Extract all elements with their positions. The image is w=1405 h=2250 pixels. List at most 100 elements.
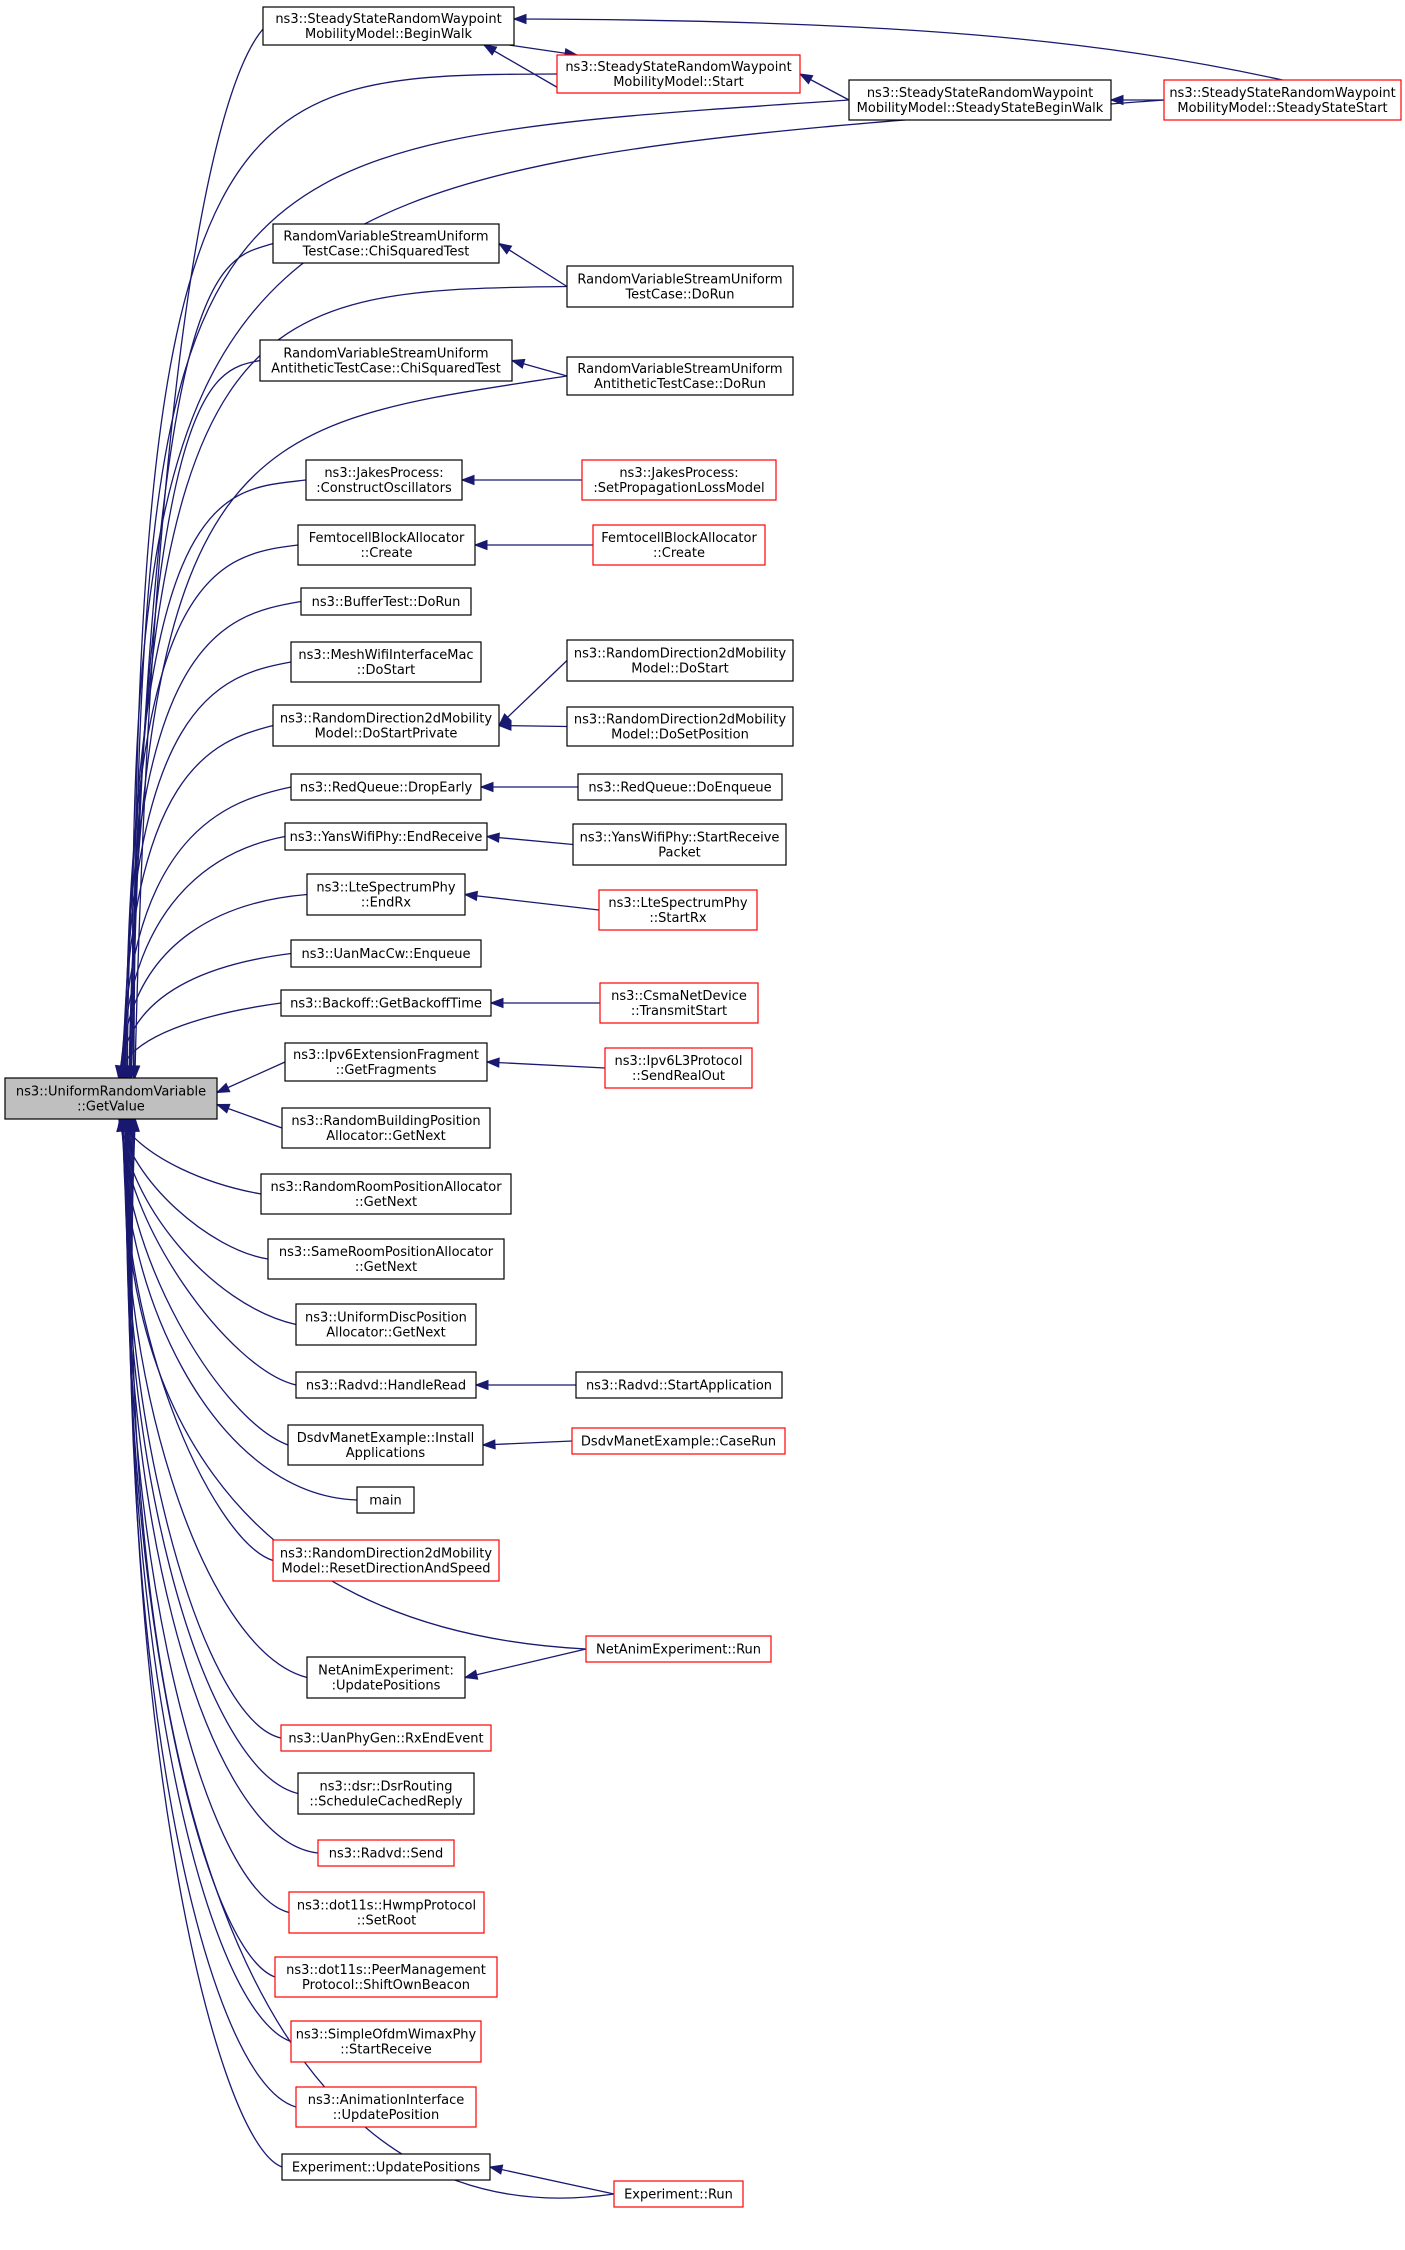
node-beginwalk[interactable]: ns3::SteadyStateRandomWaypointMobilityMo… xyxy=(262,6,515,46)
node-dsrsched[interactable]: ns3::dsr::DsrRouting::ScheduleCachedRepl… xyxy=(297,1772,475,1815)
node-redenq[interactable]: ns3::RedQueue::DoEnqueue xyxy=(577,773,783,801)
node-rd2dstart[interactable]: ns3::RandomDirection2dMobilityModel::DoS… xyxy=(566,639,794,682)
node-netanimupd[interactable]: NetAnimExperiment::UpdatePositions xyxy=(306,1656,466,1699)
node-beginwalk-label-0: ns3::SteadyStateRandomWaypoint xyxy=(275,12,501,27)
node-ipv6frag[interactable]: ns3::Ipv6ExtensionFragment::GetFragments xyxy=(284,1042,488,1082)
node-dsdvcase-label-0: DsdvManetExample::CaseRun xyxy=(581,1435,776,1450)
node-netanimrun[interactable]: NetAnimExperiment::Run xyxy=(585,1635,772,1663)
node-antidorun[interactable]: RandomVariableStreamUniformAntitheticTes… xyxy=(566,356,794,396)
node-animupd[interactable]: ns3::AnimationInterface::UpdatePosition xyxy=(295,2086,477,2128)
node-csmatx[interactable]: ns3::CsmaNetDevice::TransmitStart xyxy=(599,982,759,1024)
node-ssbeginwalk[interactable]: ns3::SteadyStateRandomWaypointMobilityMo… xyxy=(848,79,1112,121)
node-peershift-label-1: Protocol::ShiftOwnBeacon xyxy=(302,1978,470,1993)
node-uanrxend[interactable]: ns3::UanPhyGen::RxEndEvent xyxy=(280,1724,492,1752)
node-ssstart[interactable]: ns3::SteadyStateRandomWaypointMobilityMo… xyxy=(1163,79,1402,121)
node-femtocreate-label-0: FemtocellBlockAllocator xyxy=(309,531,465,546)
node-rd2dstartpriv[interactable]: ns3::RandomDirection2dMobilityModel::DoS… xyxy=(272,704,500,747)
node-ltestartrx[interactable]: ns3::LteSpectrumPhy::StartRx xyxy=(598,889,758,931)
node-jakesset-label-0: ns3::JakesProcess: xyxy=(619,466,738,481)
node-radvdsend-box xyxy=(317,1839,455,1867)
node-reddrop[interactable]: ns3::RedQueue::DropEarly xyxy=(290,773,482,801)
node-unifdorun-label-0: RandomVariableStreamUniform xyxy=(577,273,782,288)
node-uanenq[interactable]: ns3::UanMacCw::Enqueue xyxy=(290,939,482,968)
node-root[interactable]: ns3::UniformRandomVariable::GetValue xyxy=(4,1077,218,1120)
node-sswstart-box xyxy=(556,54,801,94)
node-exprun[interactable]: Experiment::Run xyxy=(613,2180,744,2208)
node-csmatx-label-1: ::TransmitStart xyxy=(631,1004,727,1019)
node-rbpa[interactable]: ns3::RandomBuildingPositionAllocator::Ge… xyxy=(281,1107,491,1149)
edge-femtocreate-to-root xyxy=(125,544,299,1079)
node-rd2dsetpos-label-1: Model::DoSetPosition xyxy=(611,728,749,743)
node-antichisq-label-1: AntitheticTestCase::ChiSquaredTest xyxy=(271,362,501,377)
node-antichisq[interactable]: RandomVariableStreamUniformAntitheticTes… xyxy=(259,339,513,382)
node-femtocreate[interactable]: FemtocellBlockAllocator::Create xyxy=(297,524,476,566)
node-rd2dreset-label-1: Model::ResetDirectionAndSpeed xyxy=(282,1562,491,1577)
node-buffertest[interactable]: ns3::BufferTest::DoRun xyxy=(300,587,472,616)
node-chisq[interactable]: RandomVariableStreamUniformTestCase::Chi… xyxy=(272,223,500,264)
node-udpa-label-0: ns3::UniformDiscPosition xyxy=(305,1311,467,1326)
node-dsdvcase[interactable]: DsdvManetExample::CaseRun xyxy=(571,1427,786,1455)
node-jakescons[interactable]: ns3::JakesProcess::ConstructOscillators xyxy=(305,459,463,501)
node-backoff[interactable]: ns3::Backoff::GetBackoffTime xyxy=(280,989,492,1017)
node-srpa[interactable]: ns3::SameRoomPositionAllocator::GetNext xyxy=(267,1238,505,1280)
node-hwmpsetroot[interactable]: ns3::dot11s::HwmpProtocol::SetRoot xyxy=(288,1891,485,1934)
node-animupd-label-1: ::UpdatePosition xyxy=(333,2108,439,2123)
node-exprun-box xyxy=(613,2180,744,2208)
edge-dsdvcase-to-dsdvinstall xyxy=(482,1440,573,1446)
node-wimaxrecv[interactable]: ns3::SimpleOfdmWimaxPhy::StartReceive xyxy=(290,2020,482,2063)
node-udpa[interactable]: ns3::UniformDiscPositionAllocator::GetNe… xyxy=(295,1303,477,1346)
node-radvdstart[interactable]: ns3::Radvd::StartApplication xyxy=(575,1371,783,1399)
node-sswstart-label-1: MobilityModel::Start xyxy=(613,75,744,90)
node-femtocreate-box xyxy=(297,524,476,566)
node-beginwalk-label-1: MobilityModel::BeginWalk xyxy=(305,27,472,42)
arrowhead-yansstart-to-yansend xyxy=(485,832,500,843)
arrowhead-ltestartrx-to-lteendrx xyxy=(463,890,479,902)
node-radvdsend-label-0: ns3::Radvd::Send xyxy=(329,1847,443,1862)
node-main[interactable]: main xyxy=(356,1486,415,1514)
edge-ssstart-to-root xyxy=(131,99,1165,1079)
node-femtocreate2[interactable]: FemtocellBlockAllocator::Create xyxy=(592,524,766,566)
node-yansend-label-0: ns3::YansWifiPhy::EndReceive xyxy=(290,830,483,845)
node-unifdorun[interactable]: RandomVariableStreamUniformTestCase::DoR… xyxy=(566,265,794,308)
node-ipv6frag-label-0: ns3::Ipv6ExtensionFragment xyxy=(293,1048,479,1063)
node-rd2dstart-box xyxy=(566,639,794,682)
node-radvdread[interactable]: ns3::Radvd::HandleRead xyxy=(295,1371,477,1399)
edge-hwmpsetroot-to-root xyxy=(126,1118,290,1914)
edge-ssstart-to-beginwalk xyxy=(513,18,1283,81)
edge-dsdvinstall-to-root xyxy=(122,1118,289,1446)
node-peershift[interactable]: ns3::dot11s::PeerManagementProtocol::Shi… xyxy=(274,1956,498,1998)
node-wimaxrecv-box xyxy=(290,2020,482,2063)
node-dsrsched-label-1: ::ScheduleCachedReply xyxy=(309,1795,462,1810)
node-radvdsend[interactable]: ns3::Radvd::Send xyxy=(317,1839,455,1867)
arrowhead-backoff-to-root xyxy=(115,1064,126,1080)
node-rd2dstart-label-0: ns3::RandomDirection2dMobility xyxy=(574,647,786,662)
node-ssstart-box xyxy=(1163,79,1402,121)
node-ipv6frag-box xyxy=(284,1042,488,1082)
node-rd2dreset[interactable]: ns3::RandomDirection2dMobilityModel::Res… xyxy=(272,1539,500,1582)
node-yansend[interactable]: ns3::YansWifiPhy::EndReceive xyxy=(284,822,488,851)
node-netanimrun-label-0: NetAnimExperiment::Run xyxy=(596,1643,761,1658)
node-jakescons-box xyxy=(305,459,463,501)
node-sswstart[interactable]: ns3::SteadyStateRandomWaypointMobilityMo… xyxy=(556,54,801,94)
arrowhead-femtocreate2-to-femtocreate xyxy=(473,539,488,551)
node-lteendrx[interactable]: ns3::LteSpectrumPhy::EndRx xyxy=(306,873,466,916)
node-dsdvinstall-box xyxy=(287,1424,484,1466)
node-rd2dsetpos[interactable]: ns3::RandomDirection2dMobilityModel::DoS… xyxy=(566,706,794,747)
node-rrpa[interactable]: ns3::RandomRoomPositionAllocator::GetNex… xyxy=(260,1173,512,1215)
node-jakesset[interactable]: ns3::JakesProcess::SetPropagationLossMod… xyxy=(581,459,777,501)
node-meshstart[interactable]: ns3::MeshWifiInterfaceMac::DoStart xyxy=(290,641,482,683)
arrowhead-redenq-to-reddrop xyxy=(479,781,494,793)
node-animupd-box xyxy=(295,2086,477,2128)
node-yansstart-label-1: Packet xyxy=(658,846,701,861)
node-srpa-box xyxy=(267,1238,505,1280)
node-ipv6send[interactable]: ns3::Ipv6L3Protocol::SendRealOut xyxy=(604,1047,753,1089)
node-expupd[interactable]: Experiment::UpdatePositions xyxy=(281,2153,491,2181)
node-ipv6send-label-0: ns3::Ipv6L3Protocol xyxy=(615,1054,743,1069)
node-ssstart-label-1: MobilityModel::SteadyStateStart xyxy=(1177,101,1387,116)
node-rbpa-box xyxy=(281,1107,491,1149)
node-uanenq-label-0: ns3::UanMacCw::Enqueue xyxy=(301,947,470,962)
node-csmatx-box xyxy=(599,982,759,1024)
node-dsdvinstall-label-1: Applications xyxy=(346,1446,426,1461)
